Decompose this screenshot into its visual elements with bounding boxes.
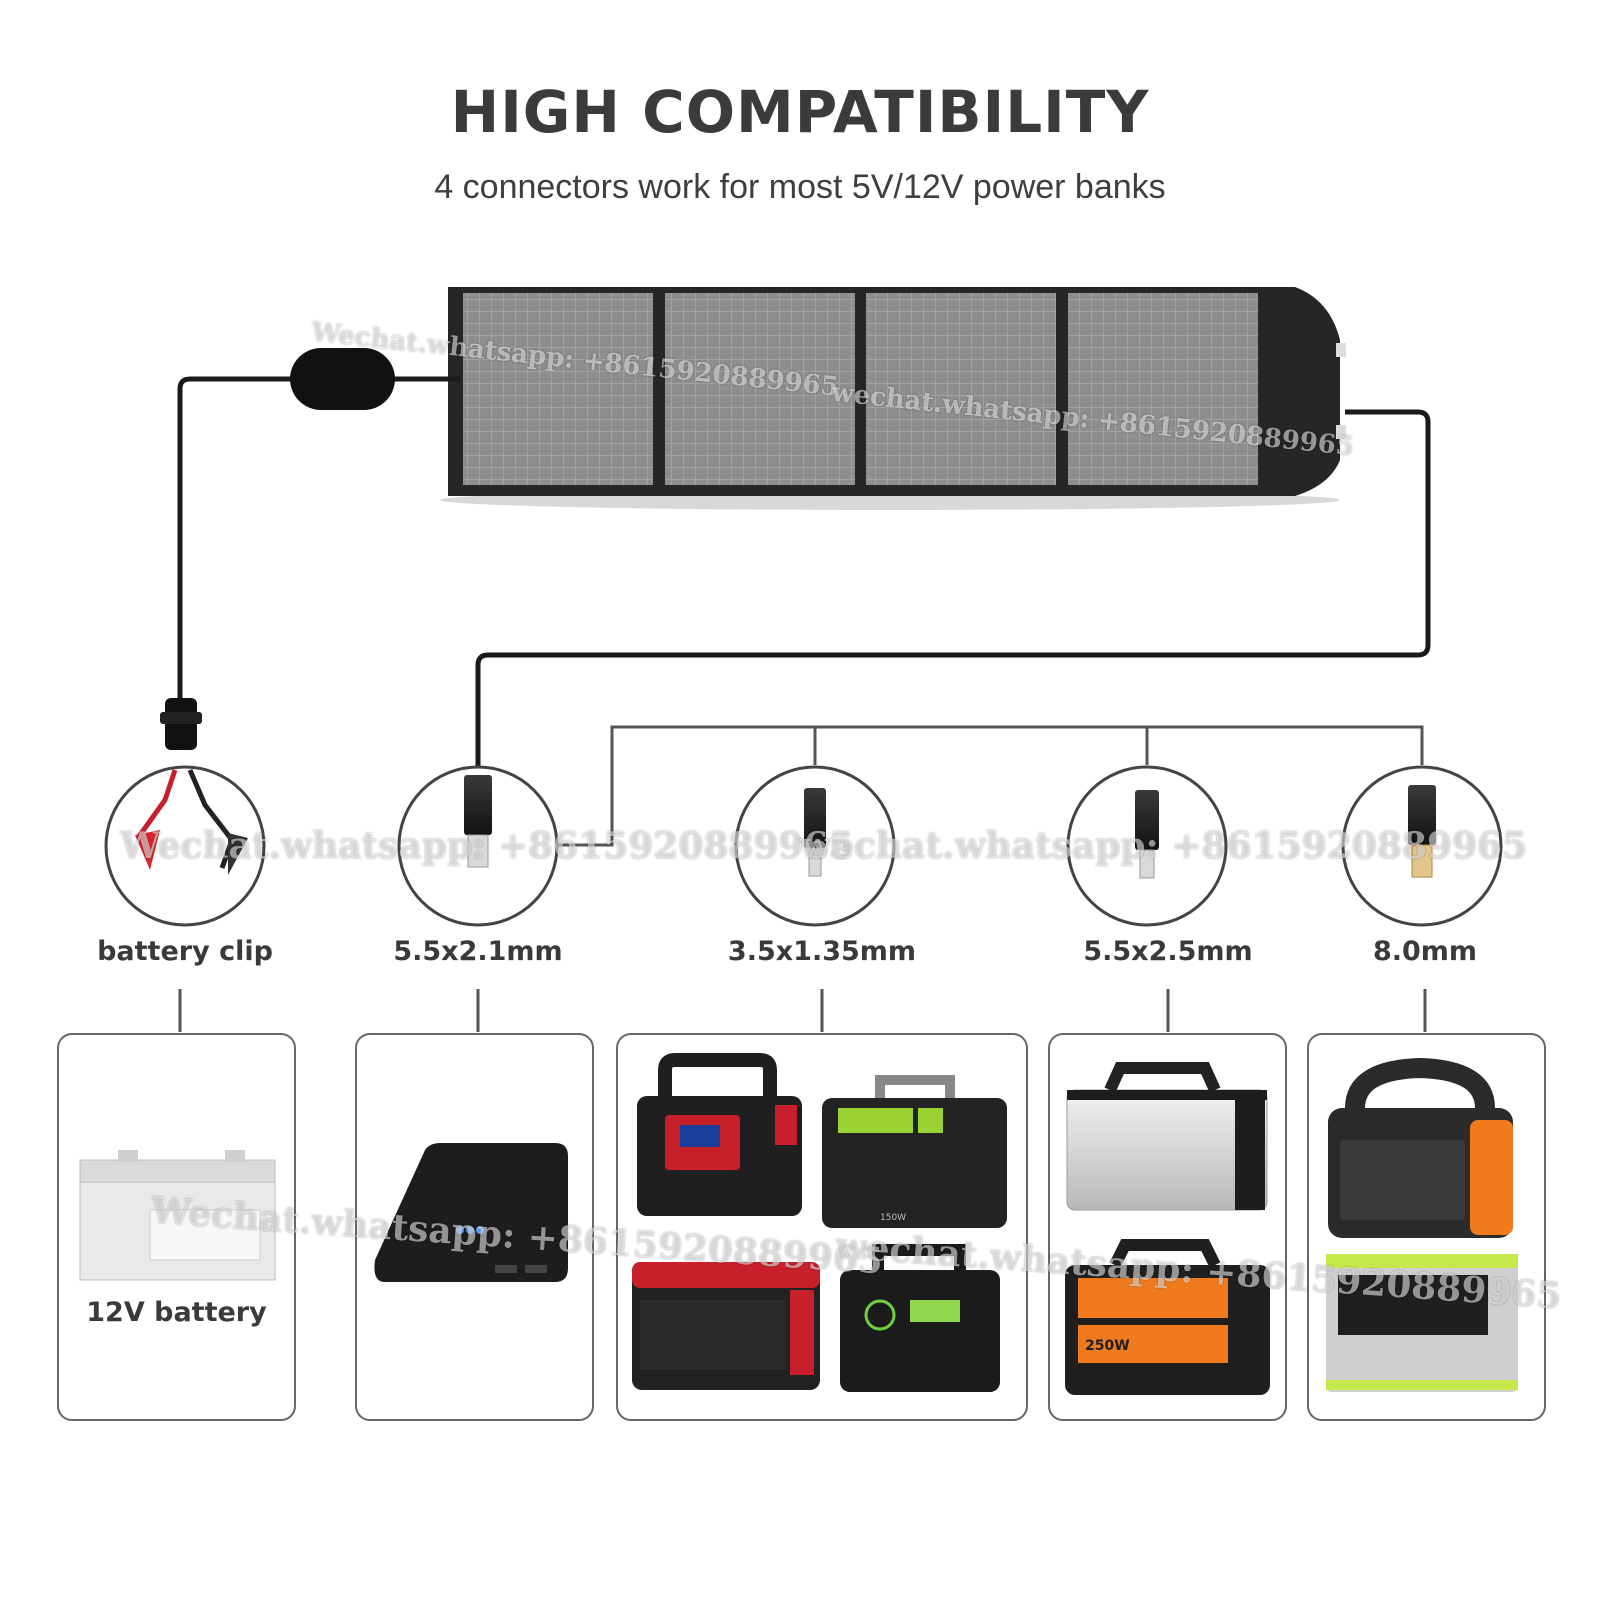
power-station-250w: 250W xyxy=(1065,1239,1270,1395)
connector-battery-clip xyxy=(104,765,266,927)
watermark-3: Wechat.whatsapp: +8615920889965 xyxy=(120,825,854,867)
battery-image xyxy=(79,1150,276,1281)
solar-cell-3 xyxy=(866,293,1056,485)
badge-150w: 150W xyxy=(880,1213,906,1223)
label-battery-clip: battery clip xyxy=(97,936,273,967)
page-title: HIGH COMPATIBILITY xyxy=(450,78,1150,146)
power-station-jackery xyxy=(1328,1057,1513,1238)
connection-lines xyxy=(178,725,1427,1032)
label-5-5x2-1: 5.5x2.1mm xyxy=(393,936,563,967)
badge-250w: 250W xyxy=(1085,1338,1130,1354)
dc-plug-icon xyxy=(1135,790,1159,879)
watermark-4: wechat.whatsapp: +8615920889965 xyxy=(800,825,1528,867)
power-station-silver xyxy=(1066,1062,1268,1211)
connector-5-5x2-1 xyxy=(397,765,559,927)
power-station-yeti xyxy=(1326,1254,1518,1392)
power-station-green xyxy=(840,1244,1000,1392)
dc-plug-icon xyxy=(804,788,826,877)
solar-cell-1 xyxy=(463,293,653,485)
label-3-5x1-35: 3.5x1.35mm xyxy=(727,936,917,967)
power-station-150w: 150W xyxy=(822,1075,1007,1228)
cable-right xyxy=(475,409,1431,790)
dc-plug-icon xyxy=(464,775,492,868)
solar-cell-2 xyxy=(665,293,855,485)
power-bank-image xyxy=(374,1143,568,1282)
battery-clip-icon xyxy=(135,769,248,875)
label-8-0: 8.0mm xyxy=(1372,936,1478,967)
cable-left xyxy=(177,376,460,700)
label-5-5x2-5: 5.5x2.5mm xyxy=(1083,936,1253,967)
connector-8-0 xyxy=(1341,765,1503,927)
power-station-red-2 xyxy=(632,1262,820,1390)
page-subtitle: 4 connectors work for most 5V/12V power … xyxy=(434,168,1166,206)
label-12v-battery: 12V battery xyxy=(86,1297,267,1328)
sae-connector xyxy=(160,698,202,750)
solar-panel xyxy=(440,287,1346,510)
connector-3-5x1-35 xyxy=(734,765,896,927)
connector-5-5x2-5 xyxy=(1066,765,1228,927)
solar-cell-4 xyxy=(1068,293,1258,485)
dc-plug-icon xyxy=(1408,785,1436,878)
cable-controller xyxy=(290,348,395,410)
power-station-red-1 xyxy=(637,1053,802,1216)
